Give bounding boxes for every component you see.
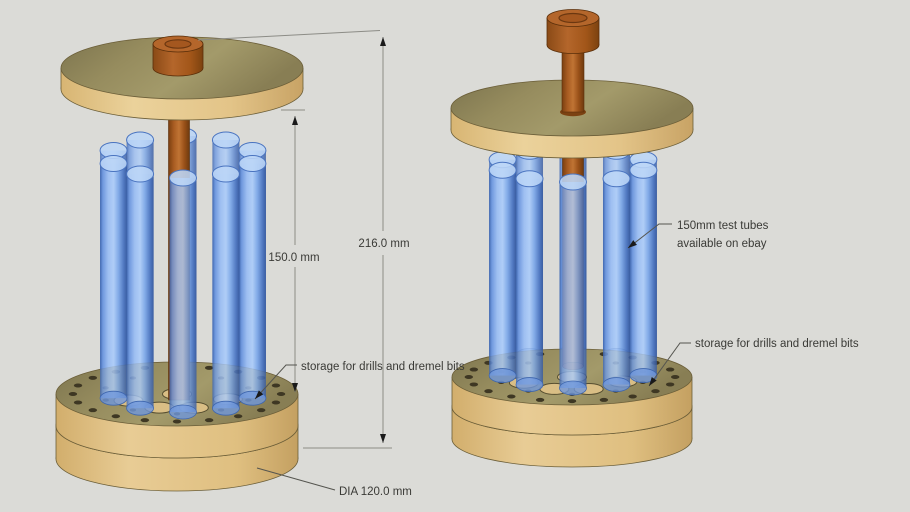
- test-tube-rack-right: [450, 9, 694, 468]
- dim-total-height-label: 216.0 mm: [358, 238, 409, 250]
- tubes-label-line2: available on ebay: [677, 238, 767, 250]
- leader-line-diameter: [256, 467, 336, 491]
- test-tube: [559, 173, 587, 396]
- leader-line-storage-left: [254, 364, 297, 400]
- test-tube: [515, 170, 544, 392]
- storage-label-left: storage for drills and dremel bits: [301, 361, 465, 373]
- test-tube: [169, 169, 197, 420]
- test-tube: [126, 165, 155, 416]
- dim-diameter-label: DIA 120.0 mm: [339, 486, 412, 498]
- leader-line-storage-right: [648, 342, 691, 387]
- knob-ring: [558, 12, 588, 24]
- knob-ring: [164, 39, 192, 49]
- center-rod-upper: [561, 43, 585, 113]
- test-tube: [629, 161, 658, 383]
- test-tube-rack-left: [55, 35, 304, 492]
- dim-tube-height-label: 150.0 mm: [268, 252, 319, 264]
- test-tube: [99, 154, 128, 406]
- test-tube: [488, 161, 517, 383]
- test-tube: [211, 165, 240, 416]
- test-tube: [602, 170, 631, 392]
- storage-label-right: storage for drills and dremel bits: [695, 338, 859, 350]
- extension-line-216-top: [197, 30, 381, 41]
- tubes-label-line1: 150mm test tubes: [677, 220, 769, 232]
- dimension-annotations: 216.0 mm 150.0 mm DIA 120.0 mm 150mm tes…: [197, 30, 859, 498]
- test-tube: [238, 154, 267, 406]
- leader-line-tubes: [627, 223, 672, 249]
